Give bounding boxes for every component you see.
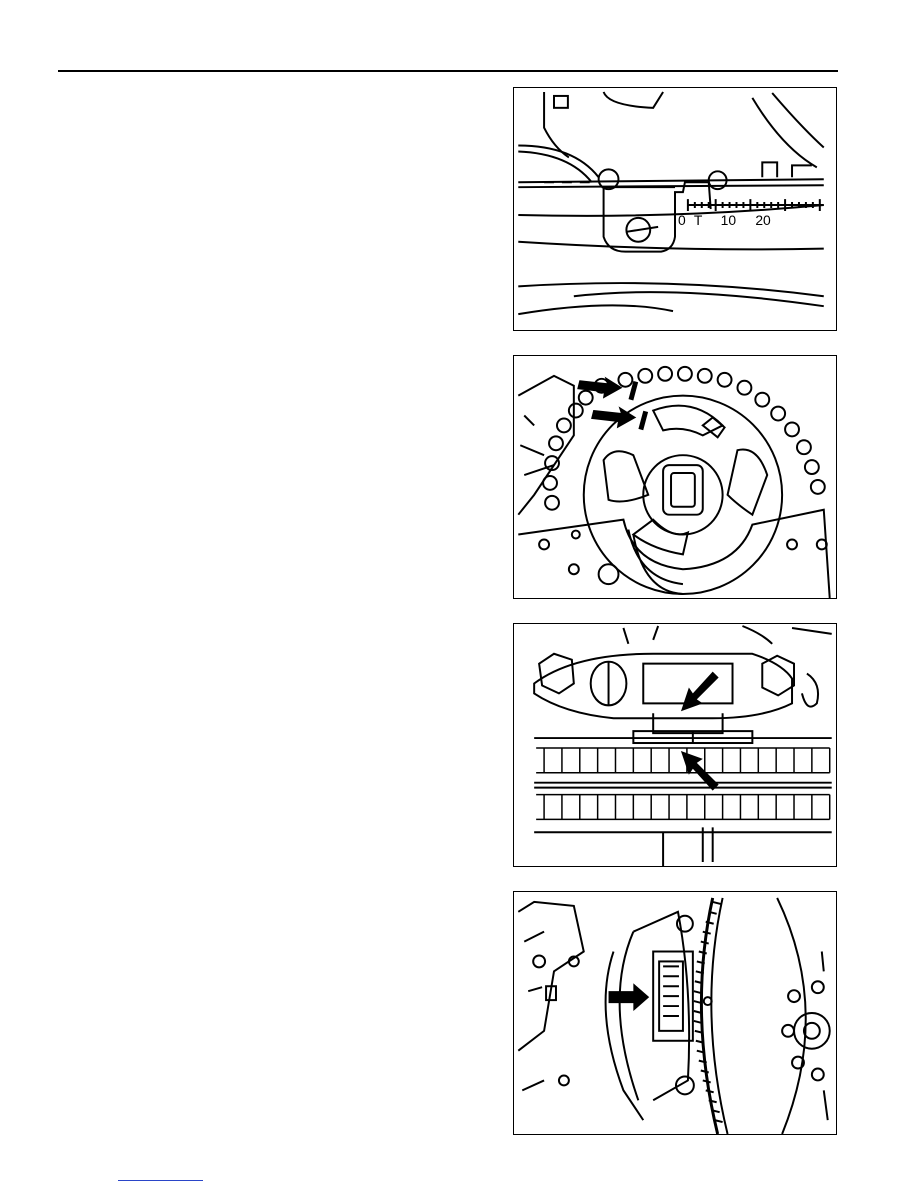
figure-chain-alignment — [513, 623, 837, 867]
figure-sprocket-chain — [513, 355, 837, 599]
scale-label-zero: 0 — [678, 212, 686, 228]
scale-label-10: 10 — [721, 212, 737, 228]
figure-timing-scale: 0 T 10 20 — [513, 87, 837, 331]
flywheel-holder-drawing — [517, 897, 831, 1134]
scale-label-t: T — [694, 212, 703, 228]
timing-scale-drawing: 0 T 10 20 — [518, 91, 825, 316]
scale-label-20: 20 — [755, 212, 771, 228]
sprocket-chain-drawing — [517, 365, 831, 598]
chain-alignment-drawing — [533, 625, 832, 866]
arrow-icon — [680, 671, 719, 791]
arrow-icon — [577, 376, 649, 431]
figure-flywheel-holder — [513, 891, 837, 1135]
arrow-icon — [608, 983, 650, 1012]
header-rule — [58, 70, 838, 72]
footer-link-underline[interactable] — [118, 1180, 203, 1181]
